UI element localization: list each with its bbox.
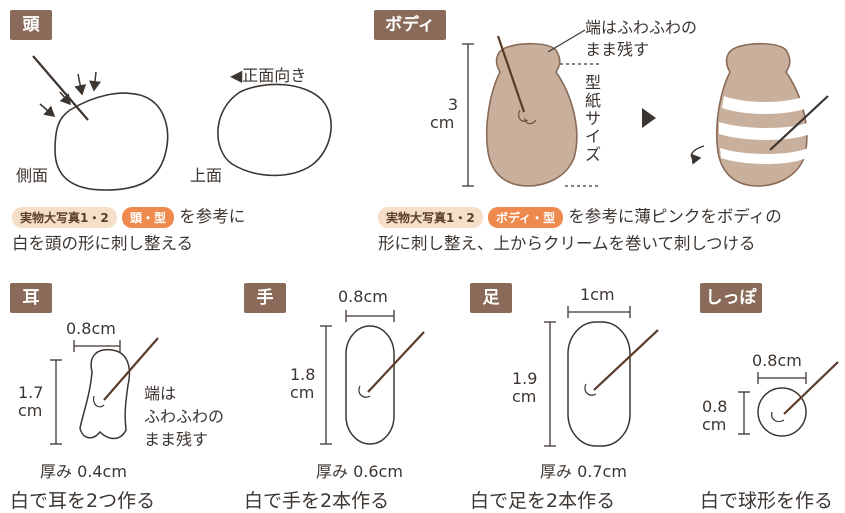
tail-shape	[757, 387, 807, 437]
tail-height-unit: cm	[702, 415, 727, 434]
height-dimension	[462, 43, 474, 187]
head-instruction-line-1: 実物大写真1・2 頭・型 を参考に	[12, 203, 245, 228]
ear-end-note-1: 端は	[144, 384, 177, 403]
hand-caption: 白で手を2本作る	[244, 490, 390, 512]
body-height-unit: cm	[430, 113, 455, 132]
body-shape	[485, 42, 578, 187]
needle-icon	[496, 35, 526, 113]
foot-caption: 白で足を2本作る	[470, 490, 616, 512]
needle-icon	[593, 329, 659, 391]
needle-icon	[367, 331, 425, 393]
instruction-text: を参考に	[179, 207, 246, 226]
body-instruction-line-1: 実物大写真1・2 ボディ・型 を参考に薄ピンクをボディの	[378, 203, 782, 228]
ear-height-value: 1.7	[18, 383, 44, 402]
needle-icon	[783, 361, 839, 415]
ear-caption: 白で耳を2つ作る	[10, 490, 156, 512]
side-view-label: 側面	[16, 166, 49, 185]
end-fluffy-note-2: まま残す	[585, 40, 650, 59]
tail-section-tag: しっぽ	[700, 283, 762, 313]
hand-shape	[345, 325, 395, 445]
head-top-shape	[217, 83, 332, 177]
tail-height-value: 0.8	[702, 397, 728, 416]
needle-icon	[769, 95, 829, 151]
needle-icon	[103, 337, 159, 401]
needle-icon	[32, 55, 89, 121]
body-height-value: 3	[447, 95, 459, 114]
ear-end-note-2: ふわふわの	[144, 407, 225, 426]
head-side-shape	[54, 92, 169, 191]
foot-thickness: 厚み 0.7cm	[540, 462, 627, 481]
leader-line	[547, 29, 586, 53]
body-wrapped-shape	[690, 42, 810, 187]
ear-shape	[79, 348, 131, 440]
foot-height-unit: cm	[512, 387, 537, 406]
ear-dimensions	[50, 340, 121, 445]
ear-height-unit: cm	[18, 401, 43, 420]
front-direction-note: ◀正面向き	[230, 66, 307, 85]
tail-caption: 白で球形を作る	[700, 490, 834, 512]
pattern-size-label: 型紙サイズ	[584, 73, 601, 164]
ear-end-note-3: まま残す	[144, 430, 209, 449]
next-arrow-icon	[642, 108, 656, 128]
tail-width-label: 0.8cm	[752, 351, 802, 370]
hand-height-value: 1.8	[290, 365, 316, 384]
hand-thickness: 厚み 0.6cm	[316, 462, 403, 481]
foot-dimensions	[544, 306, 631, 447]
end-fluffy-note-1: 端はふわふわの	[585, 18, 698, 37]
foot-section-tag: 足	[470, 283, 512, 313]
top-view-label: 上面	[190, 166, 223, 185]
reference-pill: 実物大写真1・2	[12, 207, 117, 228]
poke-arrows	[39, 71, 101, 117]
tail-dimensions	[738, 372, 807, 435]
body-instruction-line-2: 形に刺し整え、上からクリームを巻いて刺しつける	[378, 234, 756, 253]
pattern-pill: ボディ・型	[487, 207, 564, 228]
ear-section-tag: 耳	[10, 283, 52, 313]
ear-width-label: 0.8cm	[66, 319, 116, 338]
body-section-tag: ボディ	[374, 10, 446, 40]
hand-dimensions	[320, 310, 395, 445]
hand-width-label: 0.8cm	[338, 287, 388, 306]
hand-height-unit: cm	[290, 383, 315, 402]
head-section-tag: 頭	[10, 10, 52, 40]
instruction-text: を参考に薄ピンクをボディの	[568, 207, 782, 226]
foot-height-value: 1.9	[512, 369, 538, 388]
pattern-pill: 頭・型	[121, 207, 174, 228]
reference-pill: 実物大写真1・2	[378, 207, 483, 228]
pattern-size-bracket	[560, 63, 600, 187]
hand-section-tag: 手	[244, 283, 286, 313]
head-instruction-line-2: 白を頭の形に刺し整える	[12, 234, 194, 253]
foot-width-label: 1cm	[580, 285, 615, 304]
ear-thickness: 厚み 0.4cm	[40, 462, 127, 481]
